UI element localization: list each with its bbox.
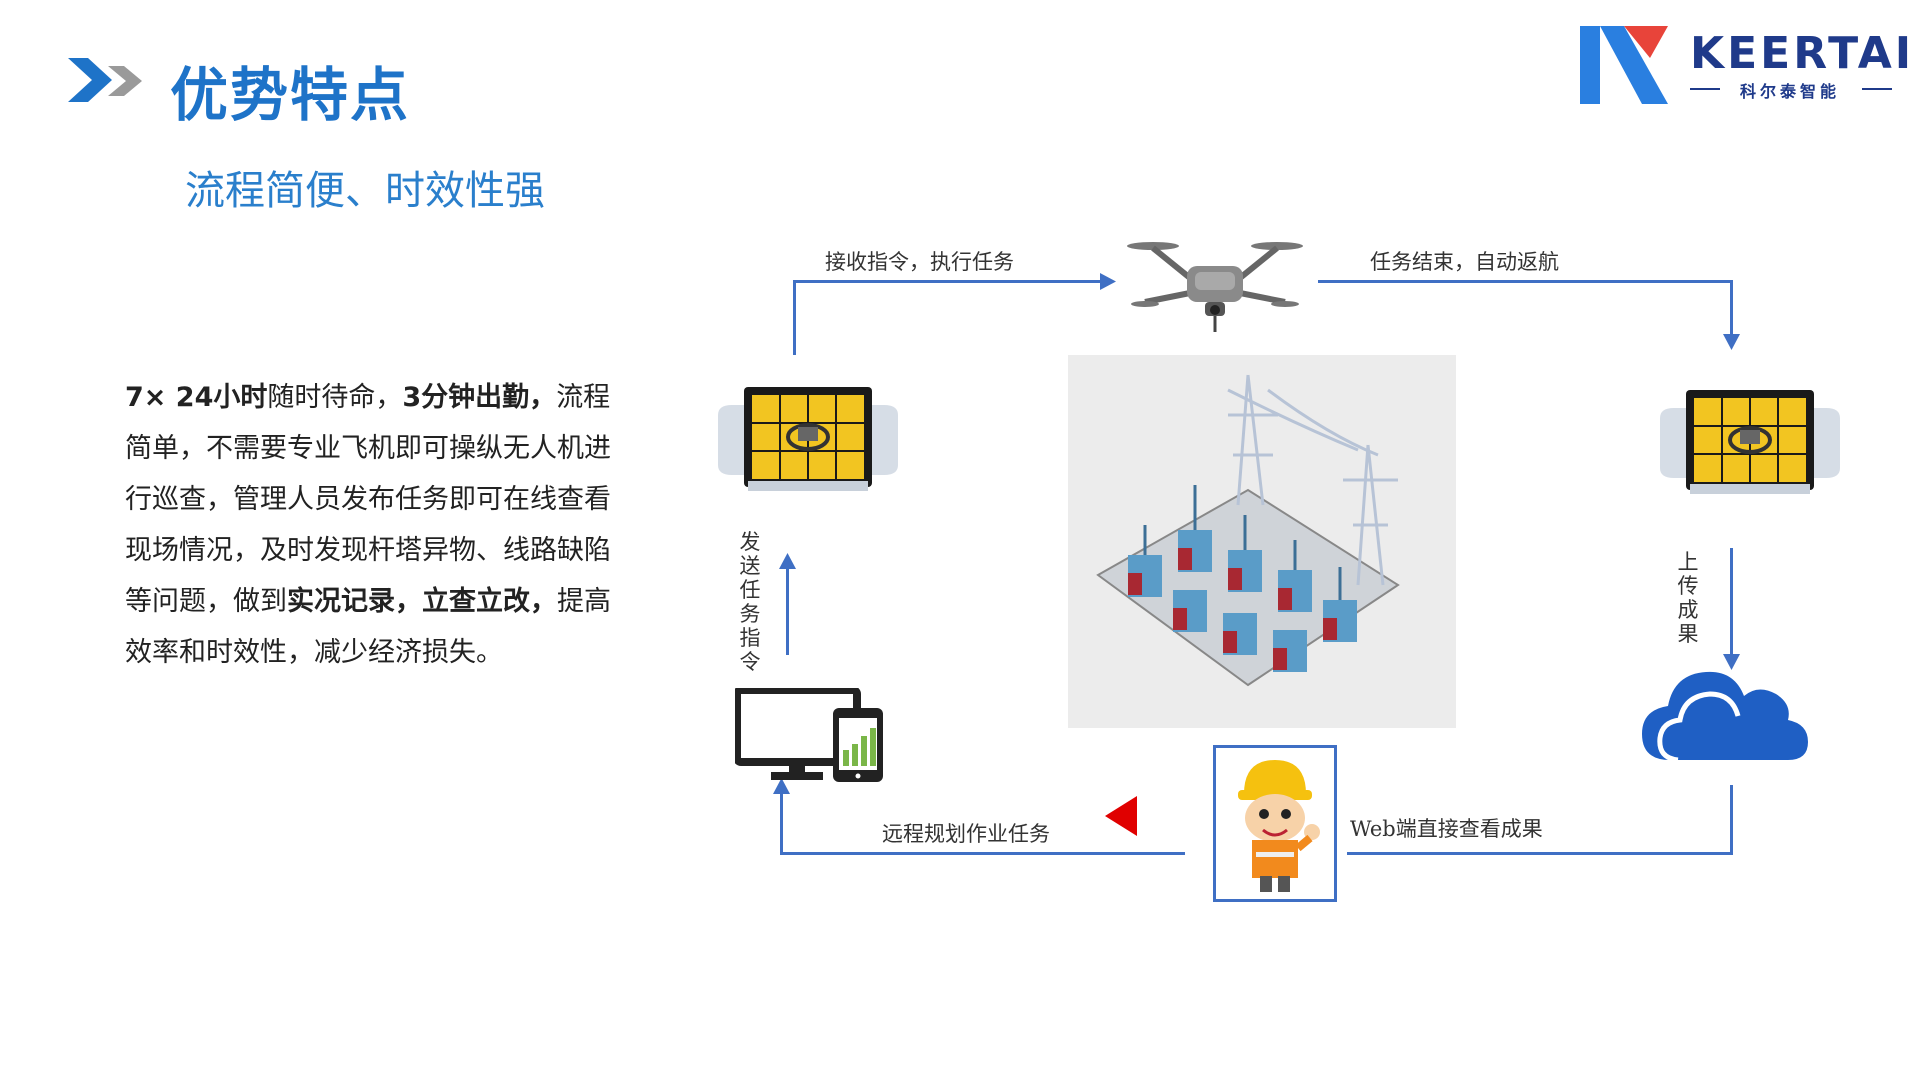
page-title: 优势特点: [170, 61, 411, 129]
logo-divider: [1862, 88, 1892, 90]
arrow-right-icon: [1100, 273, 1116, 290]
label-upload-results: 上传成果: [1677, 550, 1699, 646]
arrow-up-icon: [773, 778, 790, 794]
label-remote-plan: 远程规划作业任务: [882, 822, 1050, 846]
drone-nest-icon: [1660, 390, 1840, 494]
logo-text: KEERTAI: [1690, 28, 1915, 79]
substation-image: [1068, 355, 1456, 728]
drone-nest-icon: [718, 387, 898, 491]
arrow-up-icon: [779, 553, 796, 569]
label-task-return: 任务结束，自动返航: [1370, 250, 1559, 274]
flow-line: [793, 280, 796, 355]
arrow-down-icon: [1723, 334, 1740, 350]
flow-line: [786, 567, 789, 655]
description-bold: 实况记录，立查立改，: [287, 586, 557, 617]
flow-line: [1730, 548, 1733, 656]
flow-line: [1730, 785, 1733, 855]
flow-line: [780, 852, 1185, 855]
description-bold: 7× 24小时: [125, 382, 268, 413]
description-text: 流程简单，不需要专业飞机即可操纵无人机进行巡查，管理人员发布任务即可在线查看现场…: [125, 382, 611, 617]
logo-tagline: 科尔泰智能: [1740, 82, 1841, 101]
label-web-view: Web端直接查看成果: [1350, 817, 1543, 841]
cloud-icon: [1642, 671, 1808, 762]
logo-divider: [1690, 88, 1720, 90]
label-send-command: 发送任务指令: [739, 530, 761, 674]
flow-line: [1347, 852, 1733, 855]
flow-line: [1730, 280, 1733, 335]
keertai-logo-icon: [1580, 26, 1668, 104]
description-text: 提高效率和时效性，减少经济损失。: [125, 586, 611, 668]
flow-line: [1318, 280, 1733, 283]
flow-line: [793, 280, 1103, 283]
chevron-right-icon: [108, 66, 142, 96]
drone-icon: [1127, 242, 1303, 332]
chevron-right-icon: [68, 58, 112, 102]
label-receive-execute: 接收指令，执行任务: [825, 250, 1014, 274]
arrow-down-icon: [1723, 654, 1740, 670]
flow-line: [780, 790, 783, 855]
description-text: 随时待命，: [267, 382, 403, 413]
page-subtitle: 流程简便、时效性强: [185, 168, 545, 214]
computer-tablet-icon: [735, 688, 883, 782]
worker-icon: [1213, 745, 1337, 902]
red-arrow-left-icon: [1105, 796, 1137, 836]
description-paragraph: 7× 24小时随时待命，3分钟出勤，流程简单，不需要专业飞机即可操纵无人机进行巡…: [125, 372, 630, 678]
description-bold: 3分钟出勤，: [402, 382, 557, 413]
